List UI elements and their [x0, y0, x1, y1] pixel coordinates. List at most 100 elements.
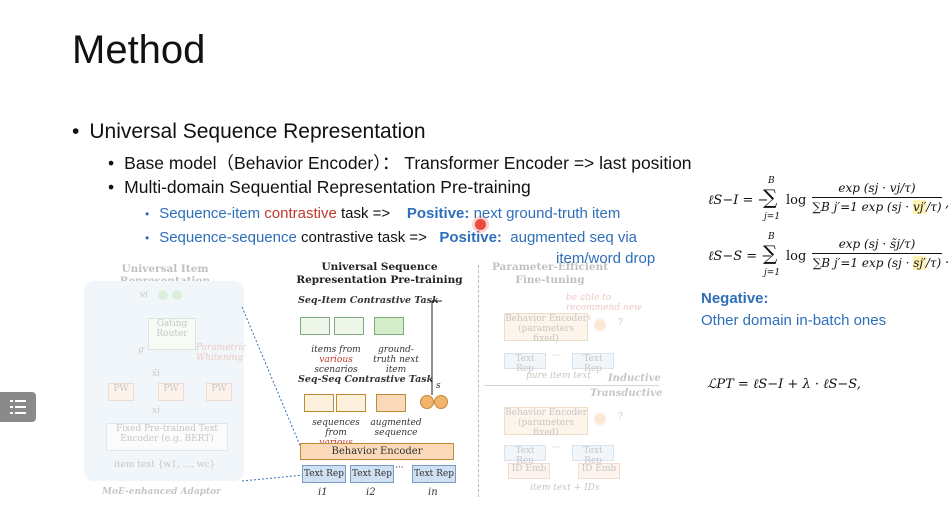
formula-seq-seq: ℓS−S = − B ∑ j=1 log exp (sj · s̃j/τ) ∑B… [708, 232, 952, 282]
item-representation-panel: Universal Item Representation vi Gating … [80, 263, 250, 498]
text-rep-box: Text Rep [412, 465, 456, 483]
task-arrow: contrastive task => [296, 229, 432, 246]
bullet-base-model: •Base model（Behavior Encoder）： Transform… [108, 150, 692, 175]
seq-item-circles [300, 313, 420, 343]
question: ? [618, 318, 623, 328]
vi-label: vi [140, 290, 148, 300]
seq-seq-text: Sequence-sequence [159, 229, 297, 246]
highlight: vj′ [912, 200, 927, 214]
seq-group [376, 394, 406, 412]
caption: sequences from [312, 418, 360, 438]
vector-dot [172, 290, 182, 300]
positive-label: Positive: [439, 229, 502, 246]
panel-title: Parameter-Efficient Fine-tuning [491, 261, 609, 286]
den-part: /τ) [925, 256, 942, 270]
bullet-multi-domain: •Multi-domain Sequential Representation … [108, 177, 531, 198]
seq-seq-circles [300, 391, 420, 415]
in: in [428, 487, 438, 498]
pw-box: PW [206, 383, 232, 401]
gating-router: Gating Router [148, 318, 196, 350]
transductive: Transductive [590, 388, 663, 399]
list-icon [10, 400, 26, 414]
ground-truth: ground-truth next item [373, 345, 419, 375]
den-part: ∑B j′=1 exp (sj · [812, 200, 913, 214]
sum-bottom: j=1 [764, 212, 781, 222]
fixed-encoder: Fixed Pre-trained Text Encoder (e.g. BER… [106, 423, 228, 451]
period: . [945, 252, 950, 267]
s-vector-dot [420, 395, 434, 409]
g-label: g [138, 345, 144, 355]
s-vector-dot [434, 395, 448, 409]
text-rep-box: Text Rep [572, 353, 614, 374]
denominator: ∑B j′=1 exp (sj · sj′/τ) [812, 254, 942, 270]
formula-seq-item: ℓS−I = − B ∑ j=1 log exp (sj · vj/τ) ∑B … [708, 176, 952, 226]
text-rep-box: Text Rep [504, 353, 546, 374]
slide-title: Method [72, 28, 206, 72]
numerator: exp (sj · s̃j/τ) [812, 237, 942, 254]
sum-sign: ∑ [763, 185, 778, 209]
numerator: exp (sj · vj/τ) [812, 181, 942, 198]
positive-text: next ground-truth item [469, 205, 621, 222]
fraction: exp (sj · vj/τ) ∑B j′=1 exp (sj · vj′/τ) [812, 181, 942, 214]
seq-group [304, 394, 334, 412]
panel-title: Universal Item Representation [120, 263, 210, 287]
behavior-encoder-fixed: Behavior Encoder (parameters fixed) [504, 407, 588, 438]
fraction: exp (sj · s̃j/τ) ∑B j′=1 exp (sj · sj′/τ… [812, 237, 942, 270]
formula-lhs: ℓS−I = − [708, 193, 769, 208]
bullet-seq-item: •Sequence-item contrastive task => Posit… [145, 205, 620, 222]
text-rep-box: Text Rep [302, 465, 346, 483]
seq-seq-task: Seq-Seq Contrastive Task [298, 374, 434, 385]
pw-box: PW [108, 383, 134, 401]
positive-text-cont: item/word drop [556, 250, 656, 267]
pw-box: PW [158, 383, 184, 401]
caption: scenarios [314, 365, 358, 375]
sum-top: B [768, 176, 775, 186]
pretraining-panel: Universal Sequence Representation Pre-tr… [292, 261, 467, 503]
text-rep-box: Text Rep [572, 445, 614, 466]
inductive: Inductive [608, 373, 661, 384]
bullet-dot: • [145, 231, 150, 245]
bullet-dot: • [145, 207, 150, 221]
bullet-seq-seq: • Sequence-sequence contrastive task => P… [145, 229, 637, 246]
pure-item-text: pure item text [526, 371, 591, 381]
formula-lhs: ℓS−S = − [708, 249, 773, 264]
seq-item-text: Sequence-item [159, 205, 265, 222]
negative-label: Negative: [701, 290, 769, 307]
param-whitening: Parametric Whitening [196, 343, 247, 363]
log: log [786, 249, 807, 264]
bullet-dot: • [108, 177, 115, 197]
ellipsis: ··· [395, 463, 404, 473]
question: ? [618, 412, 623, 422]
up-arrow [431, 300, 442, 395]
caption: items from [311, 345, 361, 355]
denominator: ∑B j′=1 exp (sj · vj′/τ) [812, 198, 942, 214]
formula-pretrain: ℒPT = ℓS−I + λ · ℓS−S, [707, 377, 861, 392]
comma: , [945, 196, 950, 211]
x-tilde: x̃i [152, 369, 160, 379]
behavior-encoder: Behavior Encoder [300, 443, 454, 460]
item-text: item text {w1, ..., wc} [114, 460, 216, 470]
recommend-note: be able to recommend new items [566, 293, 642, 323]
x-i: xi [152, 406, 160, 416]
item-group [374, 317, 404, 335]
panel-title: Universal Sequence Representation Pre-tr… [296, 261, 463, 286]
panel-bg [84, 281, 244, 481]
output-dot [594, 319, 606, 331]
den-part: /τ) [926, 200, 942, 214]
bullet-text: Universal Sequence Representation [89, 120, 426, 143]
connector-lines [241, 306, 305, 482]
text-rep-box: Text Rep [350, 465, 394, 483]
sum-top: B [768, 232, 775, 242]
seq-item-task: Seq-Item Contrastive Task [298, 295, 439, 306]
i2: i2 [366, 487, 376, 498]
diagram: Universal Item Representation vi Gating … [0, 255, 952, 503]
positive-label: Positive: [406, 205, 470, 222]
highlight: sj′ [913, 256, 926, 270]
id-emb-box: ID Emb [578, 463, 620, 479]
i1: i1 [318, 487, 328, 498]
menu-button[interactable] [0, 392, 36, 422]
seq-group [336, 394, 366, 412]
bullet-dot: • [72, 120, 80, 143]
augmented: augmented sequence [370, 418, 422, 438]
